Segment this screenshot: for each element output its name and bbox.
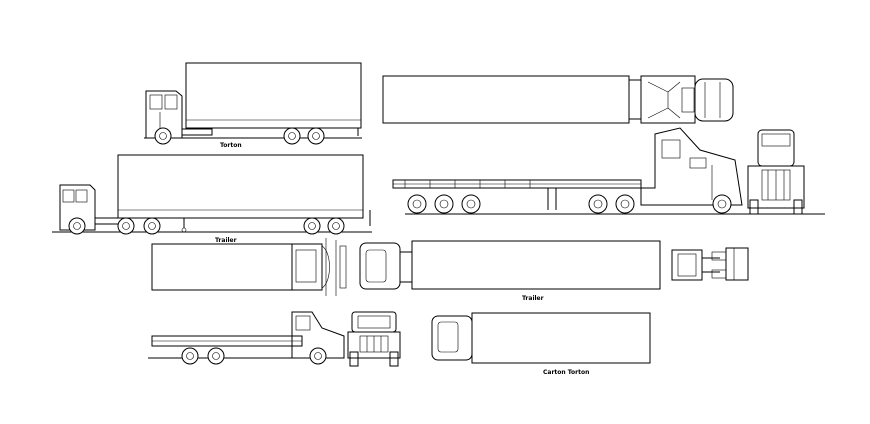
chassis-front — [671, 249, 703, 281]
carton-box-top — [471, 312, 651, 364]
rear-wheel — [181, 347, 199, 365]
tractor-frame — [640, 75, 696, 124]
cab-front — [757, 129, 795, 167]
truck-front-view — [347, 311, 401, 367]
tractor-cab — [694, 78, 734, 122]
carton-torton-label: Carton Torton — [543, 369, 589, 376]
flatbed-semi-side-view — [392, 127, 825, 215]
carton-torton-top-view: Carton Torton — [431, 312, 651, 376]
rear-wheel — [207, 347, 225, 365]
chassis-rear — [725, 247, 749, 281]
trailer-top-view-2: Trailer — [359, 240, 661, 302]
drive-wheel — [588, 194, 608, 214]
tractor-front-view — [747, 129, 805, 215]
hood-front — [747, 165, 805, 209]
trailer-box — [117, 154, 364, 219]
cargo-box-top — [151, 243, 293, 291]
trailer-body — [382, 75, 630, 124]
trailer-wheel — [407, 194, 427, 214]
trailer-wheel — [303, 217, 321, 235]
torton-label: Torton — [220, 142, 242, 149]
front-wheel — [712, 194, 732, 214]
drive-wheel — [143, 217, 161, 235]
trailer-top-view — [382, 75, 734, 124]
bumper-grille — [347, 331, 401, 359]
drive-wheel — [117, 217, 135, 235]
trailer-wheel — [434, 194, 454, 214]
cab-front — [351, 311, 397, 333]
tractor-chassis-top-view — [671, 247, 749, 281]
cab-top — [291, 243, 323, 291]
trailer-body-top — [411, 240, 661, 290]
drive-wheel — [615, 194, 635, 214]
front-wheel — [154, 127, 172, 145]
trailer-wheel — [461, 194, 481, 214]
cargo-box — [185, 62, 362, 129]
rear-wheel — [307, 127, 325, 145]
flatbed-truck-side-view — [148, 311, 345, 365]
front-wheel — [68, 217, 86, 235]
trailer-label: Trailer — [215, 237, 237, 244]
tractor-cab — [59, 184, 96, 231]
trailer-side-view: Trailer — [52, 154, 372, 244]
truck-top-view-left — [151, 238, 347, 296]
tractor-body — [640, 127, 743, 206]
trailer-wheel — [327, 217, 345, 235]
trailer-top-label: Trailer — [522, 295, 544, 302]
rear-wheel — [283, 127, 301, 145]
cab — [145, 90, 183, 139]
torton-side-view: Torton — [144, 62, 362, 149]
front-wheel — [309, 347, 327, 365]
